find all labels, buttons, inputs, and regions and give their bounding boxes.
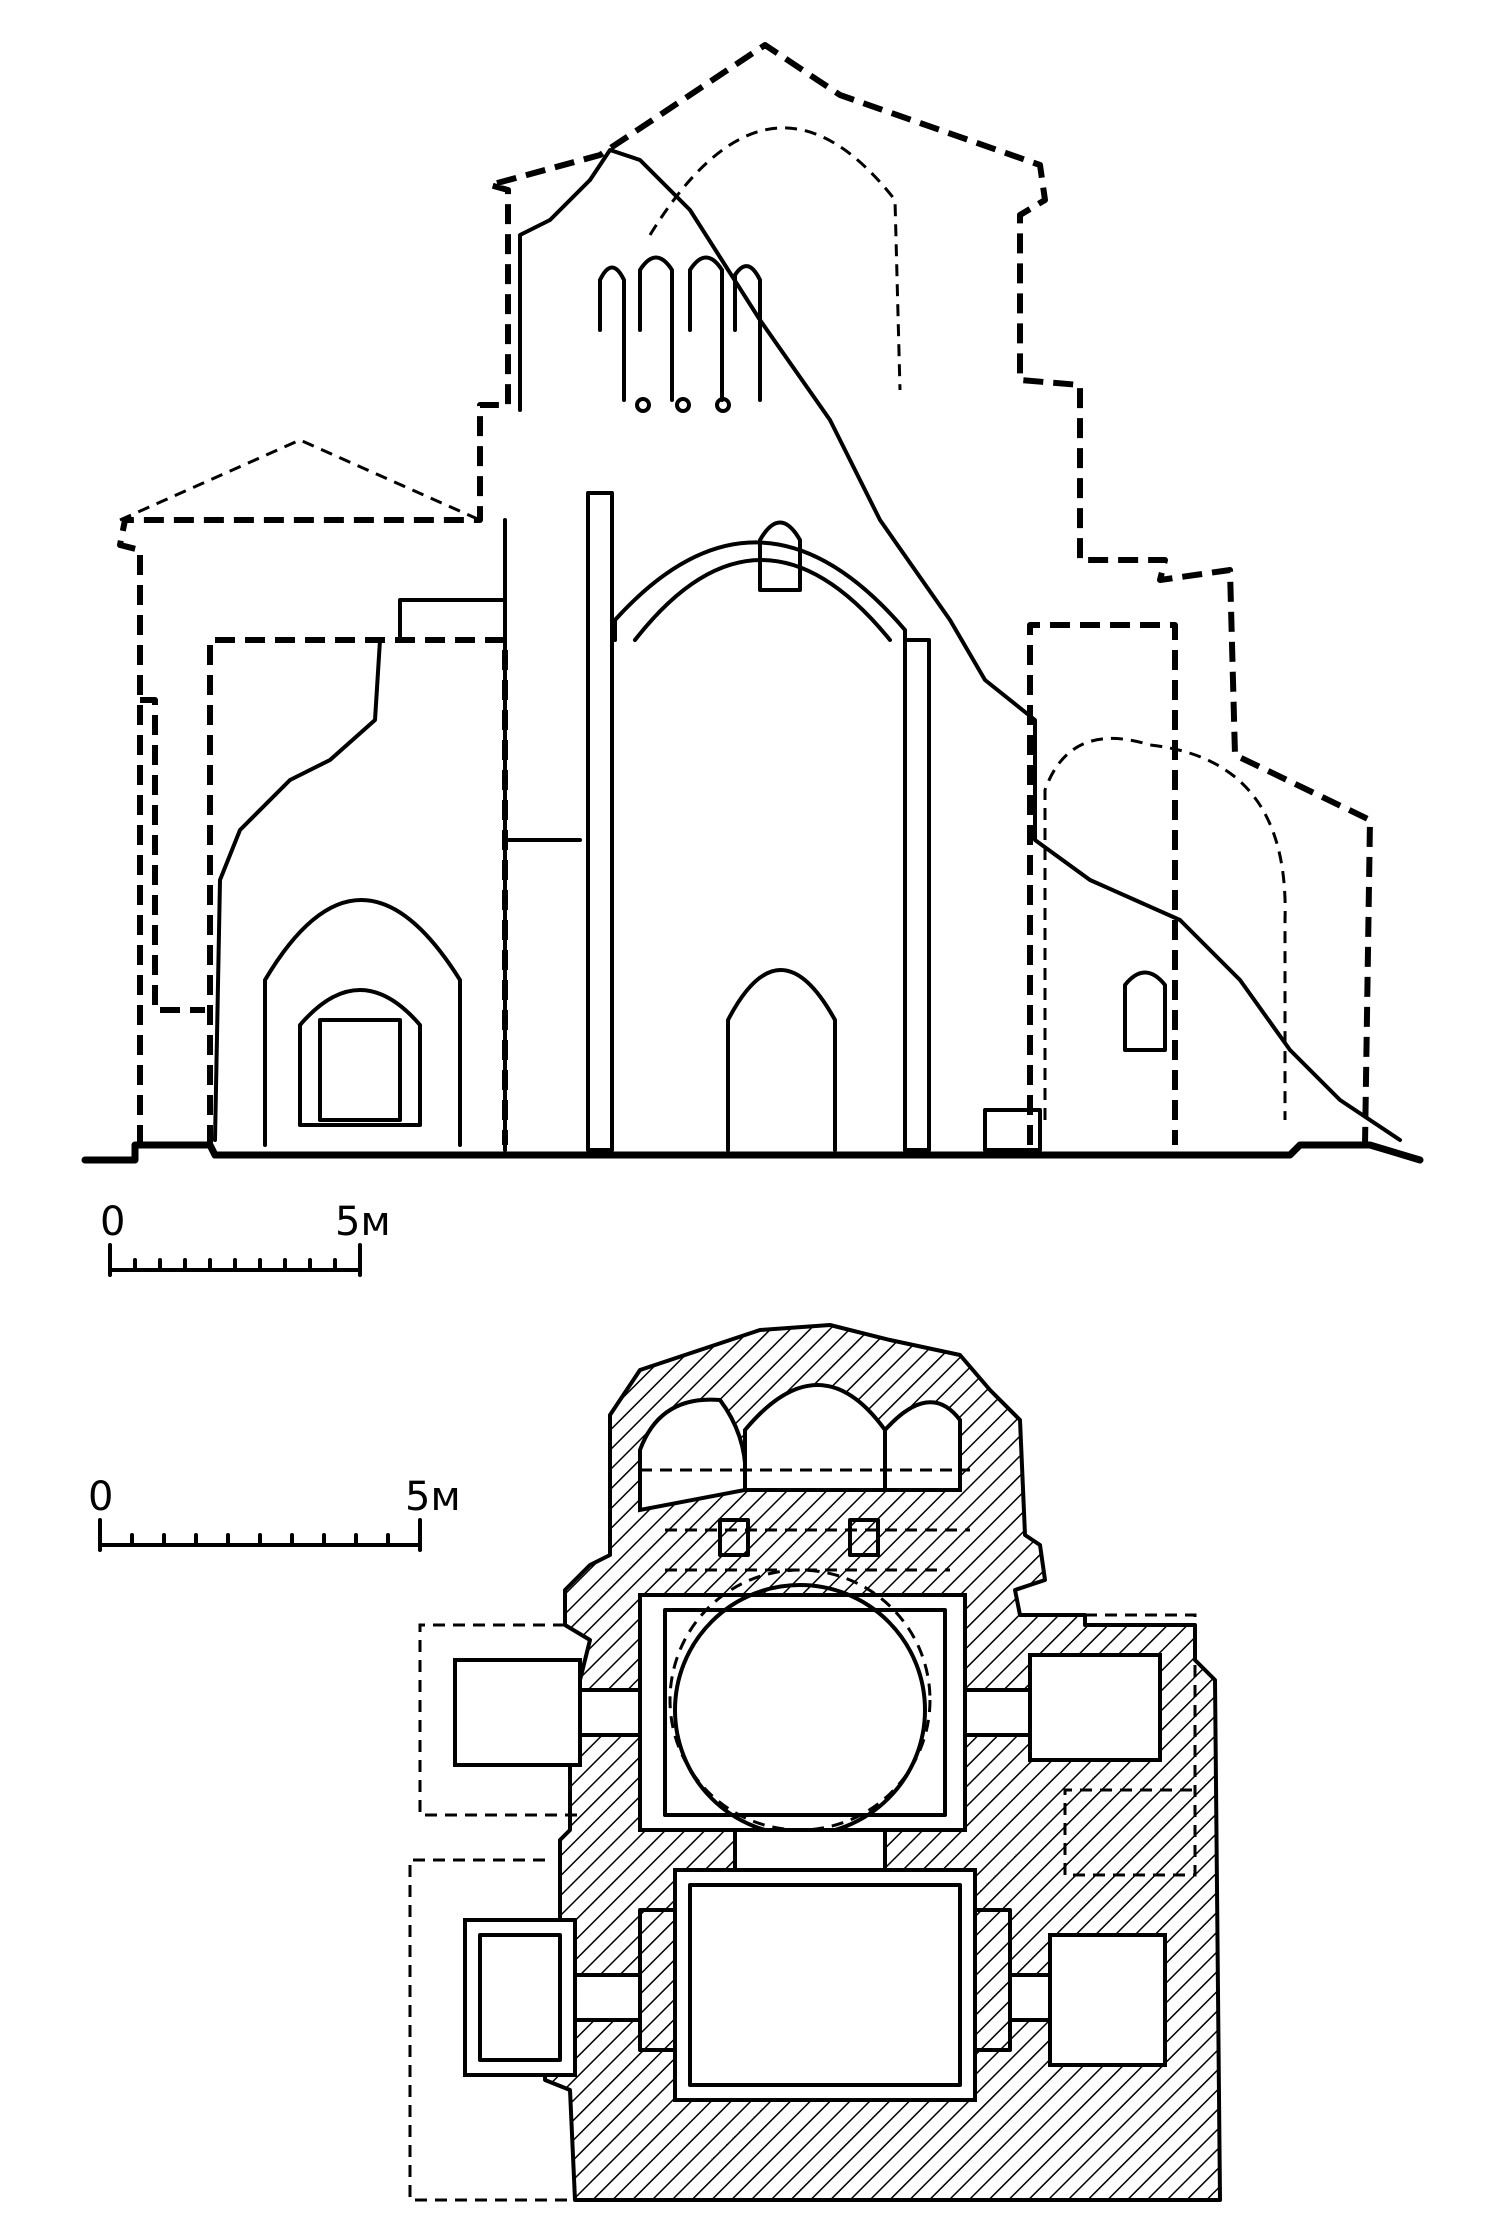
left-doorway-frame	[318, 1018, 402, 1122]
upper-window	[758, 520, 802, 592]
elevation-scale-end-label: 5м	[335, 1199, 391, 1245]
side-chamber-sw-inner	[478, 1933, 562, 2062]
left-doorway-outer	[263, 898, 462, 1147]
passage-nw	[578, 1688, 642, 1737]
passage-sw	[573, 1973, 642, 2022]
bema-pillar-left	[718, 1518, 750, 1557]
plinth-block	[983, 1108, 1042, 1152]
right-window	[1123, 970, 1167, 1052]
elevation-scale-bar: 0 5м	[100, 1199, 391, 1277]
pilaster-right	[903, 638, 931, 1152]
reconstructed-outline	[117, 42, 1373, 1146]
left-doorway-inner	[298, 988, 422, 1127]
passage-center	[733, 1828, 887, 1872]
bema-pillar-right	[848, 1518, 880, 1557]
elevation-section: 0 5м	[81, 42, 1424, 1277]
passage-se	[1008, 1973, 1052, 2022]
surviving-ruin-edge-top	[588, 148, 1402, 1142]
nave-wall-left	[503, 518, 582, 1152]
reconstructed-left-wall	[140, 697, 205, 1013]
side-chamber-nw	[453, 1658, 582, 1767]
plan-reconstruction-right	[1063, 1613, 1197, 1877]
bema-dashed	[640, 1468, 970, 1572]
plan-scale-end-label: 5м	[405, 1474, 461, 1520]
elevation-scale-start-label: 0	[100, 1199, 125, 1245]
central-doorway	[726, 968, 837, 1152]
surviving-ruin-edge-drum-left	[518, 178, 592, 412]
central-bay-inner	[663, 1608, 947, 1817]
reconstructed-gable-left	[119, 438, 481, 522]
reconstructed-bay-right	[1027, 622, 1178, 1145]
nave-west-inner	[688, 1883, 962, 2087]
nave-west	[673, 1868, 977, 2102]
nave-arch	[613, 540, 907, 1152]
reconstructed-side-arch-right	[1043, 736, 1287, 1120]
passage-ne	[963, 1688, 1032, 1737]
plan-reconstruction-left	[418, 1623, 580, 1817]
reconstructed-drum-arch	[648, 126, 902, 391]
side-chamber-sw	[463, 1918, 577, 2077]
floor-plan: 0 5м	[88, 1323, 1222, 2202]
apse-center	[743, 1383, 887, 1492]
ground-line	[81, 1141, 1424, 1164]
surviving-ruin-edge-left	[213, 638, 382, 1142]
nave-inner-arch	[633, 558, 892, 642]
side-chamber-se	[1048, 1933, 1167, 2067]
drum-windows	[598, 255, 762, 413]
side-chamber-ne	[1028, 1653, 1162, 1762]
pilaster-left	[586, 491, 614, 1152]
side-wall-left	[398, 598, 507, 642]
plan-reconstruction-sw	[408, 1858, 575, 2202]
plan-scale-start-label: 0	[88, 1474, 113, 1520]
plan-scale-bar: 0 5м	[88, 1474, 461, 1552]
apse-right	[883, 1400, 962, 1492]
